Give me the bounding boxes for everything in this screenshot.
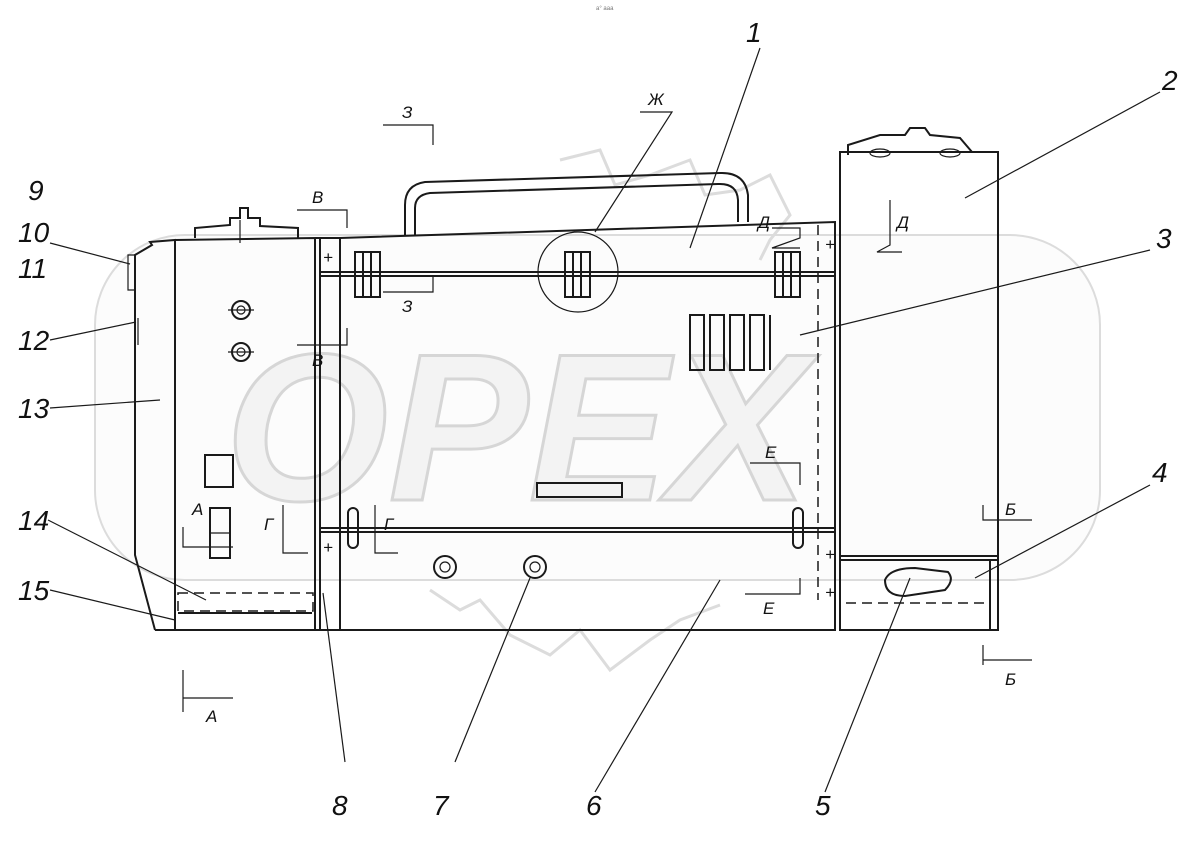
callout-7: 7 — [433, 790, 450, 821]
callout-4: 4 — [1152, 457, 1168, 488]
clamp-right — [774, 251, 801, 298]
section-a-bottom: А — [205, 707, 217, 726]
callout-6: 6 — [586, 790, 602, 821]
section-zh: Ж — [647, 90, 665, 109]
detail-circle — [537, 231, 619, 313]
section-a-left: А — [191, 500, 203, 519]
callout-9: 9 — [28, 175, 44, 206]
section-b-right: Б — [1005, 500, 1016, 519]
section-d-left: Д — [756, 213, 770, 232]
svg-text:+: + — [323, 248, 333, 267]
callout-12: 12 — [18, 325, 50, 356]
section-g-left: Г — [264, 515, 275, 534]
callout-8: 8 — [332, 790, 348, 821]
svg-text:+: + — [323, 538, 333, 557]
section-v-top: В — [312, 188, 323, 207]
clamp-center — [537, 231, 619, 313]
section-g-right: Г — [384, 515, 395, 534]
callout-3: 3 — [1156, 223, 1172, 254]
section-b-bottom: Б — [1005, 670, 1016, 689]
callout-11: 11 — [18, 253, 47, 284]
callout-14: 14 — [18, 505, 49, 536]
section-e-bottom: Е — [763, 599, 775, 618]
section-z-mid: З — [402, 297, 413, 316]
watermark: OPEX — [94, 148, 1101, 673]
watermark-text: OPEX — [225, 310, 819, 545]
section-d-right: Д — [895, 213, 909, 232]
callout-1: 1 — [746, 17, 762, 48]
callout-5: 5 — [815, 790, 831, 821]
callout-13: 13 — [18, 393, 50, 424]
section-markers: З З В В Ж Д Д А А Г Г Е Е Б Б — [182, 90, 1032, 726]
svg-text:+: + — [825, 545, 835, 564]
leader-lines — [47, 47, 1161, 793]
right-tank — [839, 127, 999, 631]
callout-numbers: 1 2 3 4 5 6 7 8 9 10 11 12 13 14 15 — [18, 17, 1178, 821]
section-v-mid: В — [312, 351, 323, 370]
section-e-top: Е — [765, 443, 777, 462]
main-tank: + + + + + — [315, 171, 836, 631]
callout-10: 10 — [18, 217, 50, 248]
callout-15: 15 — [18, 575, 50, 606]
callout-2: 2 — [1161, 65, 1178, 96]
left-housing — [127, 207, 316, 631]
section-z-top: З — [402, 103, 413, 122]
svg-text:+: + — [825, 235, 835, 254]
clamp-left — [354, 251, 381, 298]
svg-text:+: + — [825, 583, 835, 602]
header-mark: a° aaa — [596, 6, 614, 12]
